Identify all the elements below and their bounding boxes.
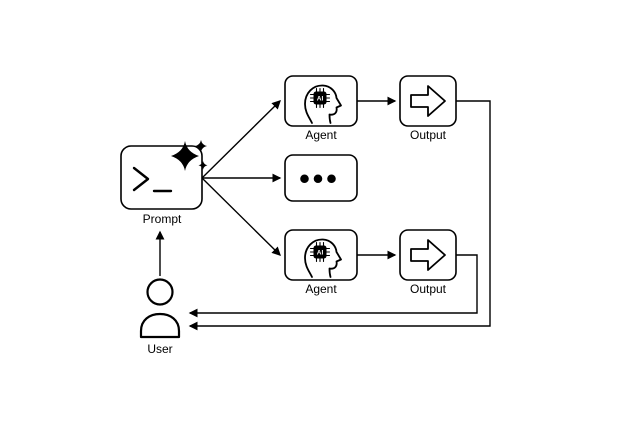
prompt-box: [120, 145, 203, 210]
connector-output-top-to-user: [188, 100, 491, 331]
agent-bottom-label: Agent: [305, 282, 337, 296]
output-top-node: Output: [399, 75, 457, 142]
agent-head-chip-icon: AI: [304, 84, 342, 124]
user-label: User: [147, 342, 172, 356]
agent-top-label: Agent: [305, 128, 337, 142]
output-bottom-box: [399, 229, 457, 281]
agent-head-chip-icon: AI: [304, 238, 342, 278]
agent-top-node: AI Agent: [284, 75, 358, 142]
agent-top-chip-label: AI: [317, 96, 324, 103]
terminal-icon: [132, 166, 173, 193]
agent-bottom-chip-label: AI: [317, 250, 324, 257]
agent-top-box: [284, 75, 358, 127]
prompt-node: Prompt: [120, 140, 208, 226]
output-top-label: Output: [410, 128, 447, 142]
user-node: User: [139, 278, 181, 356]
connector-prompt-to-agent-top: [201, 100, 281, 179]
ai-chip-icon: AI: [309, 241, 331, 263]
output-bottom-node: Output: [399, 229, 457, 296]
connector-output-bottom-to-user: [188, 254, 478, 318]
agent-bottom-box: [284, 229, 358, 281]
ellipsis-dots: •••: [299, 163, 340, 196]
output-arrow-icon: [410, 239, 446, 271]
ellipsis-node: •••: [284, 154, 358, 202]
agent-bottom-node: AI Agent: [284, 229, 358, 296]
sparkle-icon: [171, 140, 208, 171]
output-bottom-label: Output: [410, 282, 447, 296]
connector-prompt-to-agent-bottom: [201, 177, 281, 256]
output-top-box: [399, 75, 457, 127]
connectors: [155, 96, 491, 331]
prompt-label: Prompt: [143, 212, 182, 226]
output-arrow-icon: [410, 85, 446, 117]
ai-chip-icon: AI: [309, 87, 331, 109]
ellipsis-box: [284, 154, 358, 202]
user-icon: [139, 278, 181, 339]
